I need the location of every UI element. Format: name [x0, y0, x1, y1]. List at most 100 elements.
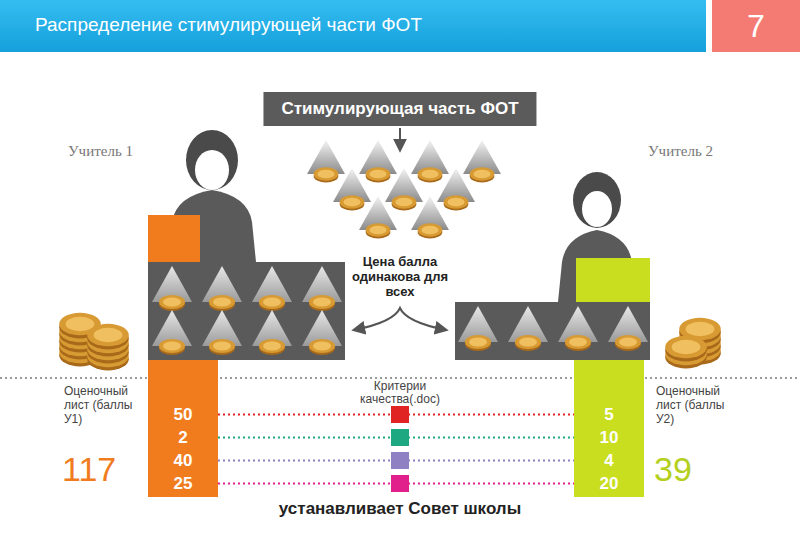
teacher2-platform	[455, 302, 650, 360]
fund-coin	[418, 223, 443, 238]
teacher1-coin	[209, 339, 235, 355]
coin-face	[369, 170, 386, 179]
coin	[565, 335, 591, 349]
coin-face	[519, 338, 537, 347]
fund-box: Стимулирующая часть ФОТ	[263, 92, 536, 126]
coin	[259, 295, 285, 309]
coin-stack	[665, 336, 707, 362]
down-arrow	[399, 128, 401, 150]
criterion-square	[391, 452, 409, 469]
slide-title: Распределение стимулирующей части ФОТ	[35, 14, 422, 36]
total-score: 117	[62, 450, 116, 489]
coin	[314, 167, 339, 180]
teacher1-coin	[159, 339, 185, 355]
criterion-square	[391, 429, 409, 446]
teacher2-board	[576, 258, 650, 302]
coin-stack	[87, 324, 129, 350]
fund-coin	[340, 195, 365, 210]
coin-face	[163, 342, 181, 351]
teacher1-coin	[309, 339, 335, 355]
score-value: 2	[148, 426, 218, 449]
fund-coin	[418, 167, 443, 182]
teacher1-coin	[159, 295, 185, 311]
coin	[366, 223, 391, 236]
coin-face	[317, 170, 334, 179]
price-note: Цена балла одинакова для всех	[345, 254, 455, 299]
coin-face	[619, 338, 637, 347]
teacher2-coin	[465, 335, 491, 351]
coin-face	[421, 170, 438, 179]
coin-face	[686, 322, 715, 336]
fund-coin	[314, 167, 339, 182]
coin-face	[263, 298, 281, 307]
teacher1-coin	[259, 339, 285, 355]
coin	[209, 295, 235, 309]
coin-face	[469, 338, 487, 347]
teacher1-hair	[186, 130, 238, 190]
fund-coin	[366, 223, 391, 238]
score-value: 40	[148, 449, 218, 472]
coin	[259, 339, 285, 353]
sheet-label: Оценочный лист (баллы У1)	[64, 384, 144, 426]
coin	[470, 167, 495, 180]
score-value: 4	[574, 449, 644, 472]
teacher1-coin	[259, 295, 285, 311]
coin-face	[395, 198, 412, 207]
score-column: 5024025	[148, 360, 218, 497]
coin	[515, 335, 541, 349]
box-title: Стимулирующая часть ФОТ	[281, 99, 518, 119]
coin-face	[163, 298, 181, 307]
criterion-square	[391, 475, 409, 492]
teacher2-coin	[515, 335, 541, 351]
fund-coin	[470, 167, 495, 182]
coin	[309, 339, 335, 353]
coin-face	[672, 340, 701, 354]
teacher2-hair	[573, 172, 621, 228]
score-value: 20	[574, 472, 644, 495]
coin-face	[313, 342, 331, 351]
criteria-label: Критерии качества(.doc)	[350, 380, 450, 406]
coin-face	[213, 342, 231, 351]
teacher1-coin	[209, 295, 235, 311]
coin-face	[447, 198, 464, 207]
double-arrow	[354, 308, 446, 330]
score-value: 25	[148, 472, 218, 495]
separator-line	[0, 377, 800, 379]
coin-face	[473, 170, 490, 179]
score-column: 510420	[574, 360, 644, 497]
coin	[159, 295, 185, 309]
coin	[615, 335, 641, 349]
coin	[418, 167, 443, 180]
fund-coin	[392, 195, 417, 210]
coin-face	[569, 338, 587, 347]
teacher1-face	[195, 150, 229, 190]
coin	[465, 335, 491, 349]
coin	[665, 336, 707, 358]
coin-face	[66, 317, 95, 331]
coin	[87, 324, 129, 346]
fund-coin	[444, 195, 469, 210]
teacher2-face	[582, 191, 612, 227]
slide-number: 7	[747, 8, 765, 45]
coin-face	[213, 298, 231, 307]
teacher-label: Учитель 2	[648, 143, 713, 160]
teacher1-coin	[309, 295, 335, 311]
criterion-square	[391, 406, 409, 423]
teacher1-board	[148, 215, 200, 262]
score-value: 50	[148, 403, 218, 426]
coin	[392, 195, 417, 208]
coin	[444, 195, 469, 208]
coin-face	[313, 298, 331, 307]
teacher-label: Учитель 1	[68, 143, 133, 160]
total-score: 39	[654, 450, 692, 489]
fund-coin	[366, 167, 391, 182]
coin	[159, 339, 185, 353]
sheet-label: Оценочный лист (баллы У2)	[656, 384, 736, 426]
coin-face	[94, 328, 123, 342]
coin-face	[263, 342, 281, 351]
teacher2-coin	[565, 335, 591, 351]
footer-note: устанавливает Совет школы	[279, 499, 521, 519]
coin	[418, 223, 443, 236]
coin	[309, 295, 335, 309]
